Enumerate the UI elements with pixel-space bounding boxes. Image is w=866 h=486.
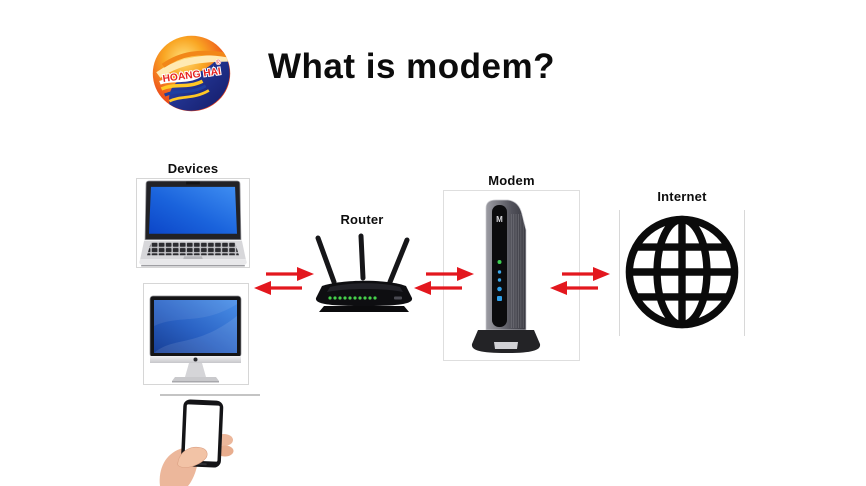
internet-globe-icon bbox=[625, 215, 739, 329]
laptop-icon bbox=[139, 180, 247, 267]
modem-label: Modem bbox=[488, 173, 535, 188]
laptop-image-box bbox=[136, 178, 250, 268]
arrow-modem-internet bbox=[550, 267, 610, 295]
hoang-hai-logo-icon: HOANG HAI ® bbox=[152, 35, 231, 112]
devices-label: Devices bbox=[167, 161, 219, 176]
imac-icon bbox=[149, 295, 242, 383]
internet-label: Internet bbox=[657, 189, 707, 204]
page-title: What is modem? bbox=[268, 47, 556, 86]
modem-brand-letter: M bbox=[496, 215, 503, 224]
logo-registered-mark: ® bbox=[216, 59, 221, 66]
arrow-router-modem bbox=[414, 267, 474, 295]
phone-image-edge bbox=[160, 394, 260, 396]
modem-icon: M bbox=[471, 199, 541, 353]
arrow-devices-router bbox=[254, 267, 314, 295]
router-icon bbox=[315, 233, 413, 312]
imac-image-box bbox=[143, 283, 249, 385]
router-label: Router bbox=[340, 212, 384, 227]
smartphone-in-hand-icon bbox=[159, 399, 234, 486]
